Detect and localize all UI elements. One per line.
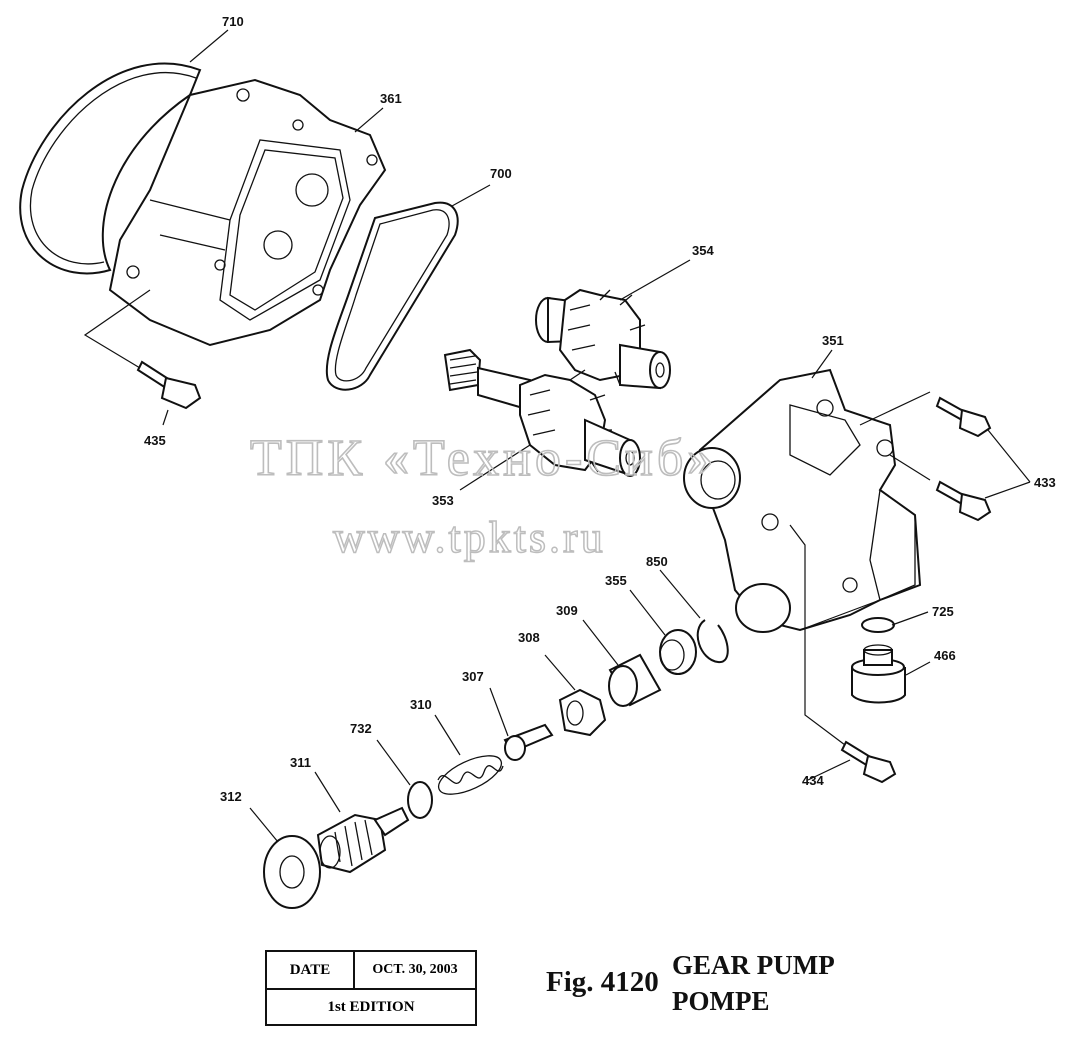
title-block: DATE OCT. 30, 2003 1st EDITION	[265, 950, 477, 1026]
callout-361: 361	[380, 91, 402, 106]
date-label: DATE	[267, 952, 355, 988]
callout-433: 433	[1034, 475, 1056, 490]
title-block-date-row: DATE OCT. 30, 2003	[267, 952, 475, 990]
part-361-cover	[108, 78, 387, 347]
callout-725: 725	[932, 604, 954, 619]
part-351-pump-body	[683, 368, 922, 633]
part-353-shaft-gear	[443, 348, 641, 477]
part-435-bolt	[136, 360, 202, 410]
date-value: OCT. 30, 2003	[372, 962, 458, 977]
callout-353: 353	[432, 493, 454, 508]
callout-354: 354	[692, 243, 714, 258]
callout-435: 435	[144, 433, 166, 448]
part-312-cap-nut	[263, 835, 321, 909]
callout-351: 351	[822, 333, 844, 348]
figure-number: Fig. 4120	[546, 966, 659, 998]
part-311-plug	[316, 806, 410, 874]
callout-700: 700	[490, 166, 512, 181]
figure-title-french: POMPE	[672, 986, 770, 1016]
leader-lines	[83, 29, 1031, 843]
callout-311: 311	[290, 755, 311, 770]
part-307-pin	[503, 723, 554, 761]
part-850-snap-ring	[696, 619, 729, 664]
part-433-bolt-upper	[935, 396, 992, 438]
part-434-bolt	[840, 740, 897, 784]
part-725-washer	[861, 617, 895, 633]
callout-710: 710	[222, 14, 244, 29]
callout-850: 850	[646, 554, 668, 569]
part-732-oring	[407, 781, 433, 819]
watermark-website: www.tpkts.ru	[333, 513, 606, 562]
callout-308: 308	[518, 630, 540, 645]
callout-309: 309	[556, 603, 578, 618]
part-355-filter	[659, 629, 697, 675]
callout-312: 312	[220, 789, 242, 804]
part-310-spring	[437, 755, 504, 795]
callout-355: 355	[605, 573, 627, 588]
figure-title-english: GEAR PUMP	[672, 950, 835, 980]
callout-310: 310	[410, 697, 432, 712]
watermark-company: ТПК «Техно-Сиб»	[250, 430, 717, 487]
edition-label: 1st EDITION	[327, 999, 415, 1015]
part-710-oring	[19, 62, 202, 275]
part-700-gasket	[325, 201, 459, 391]
part-466-plug	[851, 644, 906, 704]
callout-434: 434	[802, 773, 824, 788]
part-308-valve	[558, 688, 607, 737]
part-354-gear	[535, 288, 671, 390]
callout-466: 466	[934, 648, 956, 663]
part-309-sleeve	[608, 653, 662, 707]
part-433-bolt-lower	[935, 480, 992, 522]
callout-307: 307	[462, 669, 484, 684]
callout-732: 732	[350, 721, 372, 736]
